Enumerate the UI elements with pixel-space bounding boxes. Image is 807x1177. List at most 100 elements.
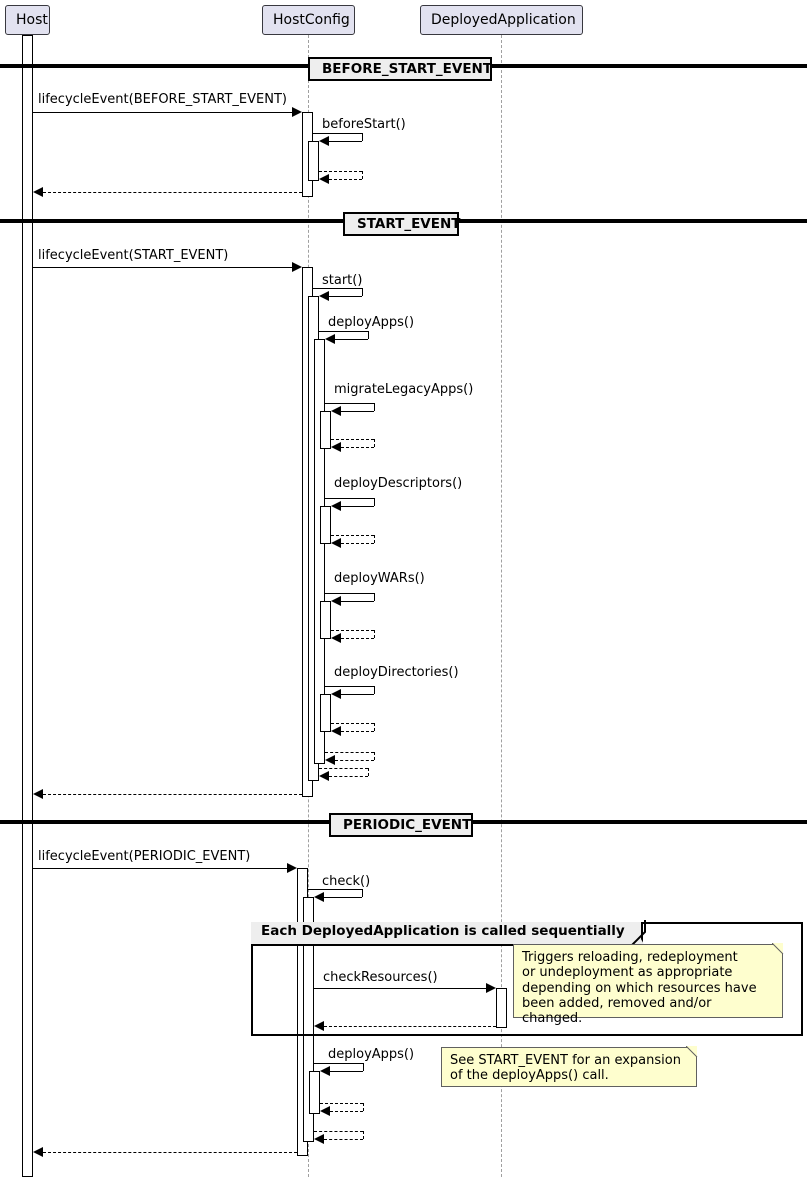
- message-arrowhead-lifecycle-before-start: [292, 107, 302, 117]
- participant-hostconfig[interactable]: HostConfig: [262, 5, 355, 35]
- message-line-deploydescriptors-return-right: [374, 535, 375, 543]
- message-label-lifecycle-periodic: lifecycleEvent(PERIODIC_EVENT): [38, 849, 251, 864]
- message-line-deploydescriptors-right: [374, 498, 375, 506]
- message-line-start-top: [313, 288, 362, 289]
- message-line-deploydirectories-return-top: [331, 723, 374, 724]
- message-arrowhead-deploywars: [331, 596, 341, 606]
- message-line-deployapps-periodic-return-right: [363, 1103, 364, 1111]
- message-arrowhead-lifecycle-periodic: [287, 863, 297, 873]
- activation-hostconfig-before-start-inner: [308, 141, 319, 181]
- message-line-deployapps-start-bottom: [335, 339, 368, 340]
- message-line-lifecycle-start: [33, 267, 292, 268]
- message-line-deployapps-start-top: [319, 331, 368, 332]
- divider-periodic-event: PERIODIC_EVENT: [329, 813, 473, 837]
- message-line-migratelegacyapps-return-top: [331, 439, 374, 440]
- note-checkresources: Triggers reloading, redeployment or unde…: [513, 944, 783, 1026]
- message-label-deployapps-start: deployApps(): [328, 315, 415, 330]
- message-arrowhead-checkresources: [486, 983, 496, 993]
- message-arrowhead-return-host-start: [33, 789, 43, 799]
- message-line-lifecycle-before-start: [33, 112, 292, 113]
- message-line-deploydirectories-return-bottom: [341, 731, 374, 732]
- activation-deployedapplication-checkresources: [496, 988, 507, 1028]
- message-line-migratelegacyapps-return-right: [374, 439, 375, 447]
- message-label-checkresources: checkResources(): [323, 970, 438, 985]
- message-line-start-bottom: [329, 296, 362, 297]
- message-label-start: start(): [322, 273, 363, 288]
- message-line-deploywars-top: [325, 593, 374, 594]
- message-line-deployapps-start-right: [368, 331, 369, 339]
- message-label-deploydescriptors: deployDescriptors(): [334, 476, 463, 491]
- message-line-deploywars-return-right: [374, 630, 375, 638]
- message-arrowhead-checkresources-return: [314, 1021, 324, 1031]
- activation-hostconfig-migratelegacyapps: [320, 411, 331, 449]
- message-line-deployapps-periodic-return-top: [320, 1103, 363, 1104]
- message-arrowhead-deployapps-return: [325, 755, 335, 765]
- message-arrowhead-deployapps-periodic: [320, 1066, 330, 1076]
- message-arrowhead-deployapps-start: [325, 334, 335, 344]
- message-label-before-start: beforeStart(): [322, 117, 406, 132]
- activation-hostconfig-periodic-level2: [303, 897, 314, 1142]
- message-arrowhead-return-host-before-start: [33, 187, 43, 197]
- message-line-deploydescriptors-return-bottom: [341, 543, 374, 544]
- message-arrowhead-lifecycle-start: [292, 262, 302, 272]
- message-line-start-return-bottom: [329, 776, 368, 777]
- message-arrowhead-before-start: [319, 136, 329, 146]
- divider-start-event: START_EVENT: [343, 212, 460, 236]
- message-line-deploydirectories-right: [374, 686, 375, 694]
- message-arrowhead-start: [319, 291, 329, 301]
- divider-before-start-event: BEFORE_START_EVENT: [308, 57, 492, 81]
- note-checkresources-fold-icon: [772, 943, 784, 955]
- message-line-deploydescriptors-bottom: [341, 506, 374, 507]
- message-arrowhead-deploydirectories: [331, 689, 341, 699]
- message-arrowhead-deployapps-periodic-return: [320, 1106, 330, 1116]
- group-title-notch-icon: [631, 922, 645, 946]
- message-line-migratelegacyapps-bottom: [341, 411, 374, 412]
- message-line-return-host-before-start: [43, 192, 302, 193]
- message-line-checkresources-return: [324, 1026, 496, 1027]
- activation-hostconfig-start-level3: [314, 339, 325, 764]
- message-line-check-return-bottom: [324, 1139, 363, 1140]
- message-label-lifecycle-before-start: lifecycleEvent(BEFORE_START_EVENT): [38, 92, 287, 107]
- message-line-deployapps-periodic-top: [314, 1063, 363, 1064]
- participant-deployedapplication[interactable]: DeployedApplication: [420, 5, 583, 35]
- activation-hostconfig-periodic-level3: [309, 1071, 320, 1114]
- activation-hostconfig-deploywars: [320, 601, 331, 639]
- message-line-migratelegacyapps-right: [374, 403, 375, 411]
- message-line-deployapps-periodic-return-bottom: [330, 1111, 363, 1112]
- message-line-before-start-return-bottom: [329, 179, 362, 180]
- message-line-deploydirectories-return-right: [374, 723, 375, 731]
- message-line-check-bottom: [324, 897, 362, 898]
- message-line-deployapps-periodic-right: [363, 1063, 364, 1071]
- message-line-lifecycle-periodic: [33, 868, 287, 869]
- note-deployapps-fold-icon: [686, 1046, 698, 1058]
- message-line-check-right: [362, 889, 363, 897]
- message-line-deploywars-return-bottom: [341, 638, 374, 639]
- group-title-notch-outline: [630, 920, 646, 947]
- message-line-start-right: [362, 288, 363, 296]
- message-label-check: check(): [322, 874, 371, 889]
- message-line-before-start-bottom: [329, 141, 362, 142]
- message-line-check-return-right: [363, 1131, 364, 1139]
- message-line-before-start-right: [362, 133, 363, 141]
- message-arrowhead-start-return: [319, 771, 329, 781]
- message-line-deploywars-right: [374, 593, 375, 601]
- participant-host[interactable]: Host: [5, 5, 50, 35]
- message-line-migratelegacyapps-return-bottom: [341, 447, 374, 448]
- message-line-return-host-start: [43, 794, 302, 795]
- activation-hostconfig-deploydirectories: [320, 694, 331, 732]
- group-title-each-deployedapplication: Each DeployedApplication is called seque…: [251, 922, 643, 946]
- activation-host-main: [22, 35, 33, 1177]
- message-arrowhead-deploydescriptors-return: [331, 538, 341, 548]
- message-arrowhead-deploydescriptors: [331, 501, 341, 511]
- message-line-check-return-top: [314, 1131, 363, 1132]
- message-line-deploywars-bottom: [341, 601, 374, 602]
- message-arrowhead-deploydirectories-return: [331, 726, 341, 736]
- message-line-deploydescriptors-return-top: [331, 535, 374, 536]
- message-line-migratelegacyapps-top: [325, 403, 374, 404]
- message-arrowhead-migratelegacyapps: [331, 406, 341, 416]
- message-line-start-return-right: [368, 768, 369, 776]
- message-line-deploydirectories-top: [325, 686, 374, 687]
- message-line-start-return-top: [319, 768, 368, 769]
- message-label-deployapps-periodic: deployApps(): [328, 1047, 415, 1062]
- message-arrowhead-migratelegacyapps-return: [331, 442, 341, 452]
